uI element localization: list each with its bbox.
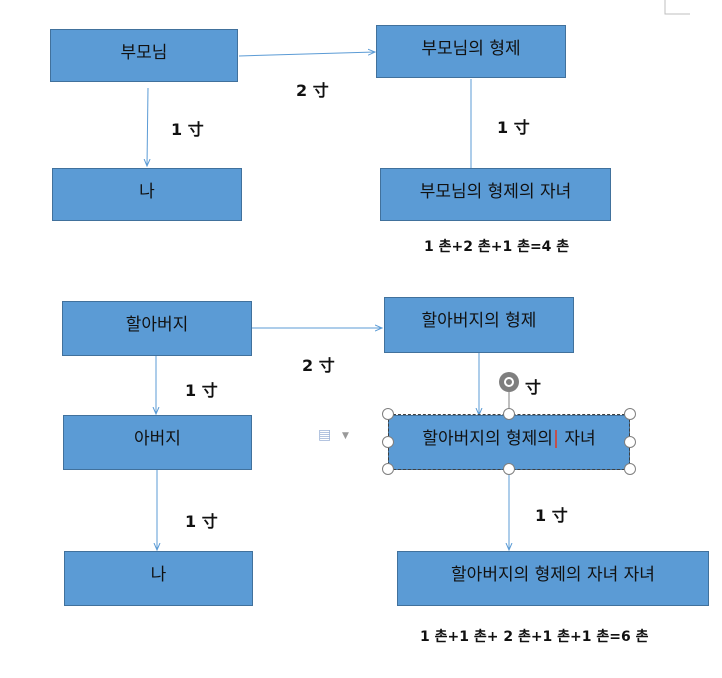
box-me-top-label: 나 — [139, 182, 155, 202]
box-grandfather-siblings-children-text-after: 자녀 — [558, 429, 596, 449]
resize-handle-top-middle[interactable] — [503, 408, 515, 420]
paste-options-icon[interactable]: ▤ — [318, 427, 332, 443]
box-parents-label: 부모님 — [120, 43, 168, 63]
box-grandfather-siblings-children-label: 할아버지의 형제의 자녀 — [422, 424, 595, 449]
box-parents[interactable]: 부모님 — [50, 29, 238, 82]
box-grandfather-siblings[interactable]: 할아버지의 형제 — [384, 297, 574, 353]
box-father[interactable]: 아버지 — [63, 415, 252, 470]
edge-label-grandfather-to-father: 1 寸 — [185, 381, 218, 400]
resize-handle-middle-left[interactable] — [382, 436, 394, 448]
box-father-label: 아버지 — [134, 429, 181, 449]
formula-top: 1 촌+2 촌+1 촌=4 촌 — [424, 239, 570, 255]
box-me-bottom[interactable]: 나 — [64, 551, 253, 606]
box-grandfather[interactable]: 할아버지 — [62, 301, 252, 356]
resize-handle-top-right[interactable] — [624, 408, 636, 420]
box-parents-siblings-children[interactable]: 부모님의 형제의 자녀 — [380, 168, 611, 221]
box-grandfather-siblings-children-text-before: 할아버지의 형제의 — [422, 429, 553, 449]
resize-handle-bottom-middle[interactable] — [503, 463, 515, 475]
selection-frame — [388, 414, 630, 470]
text-caret — [554, 430, 557, 448]
edge-label-children-to-grandchildren: 1 寸 — [535, 506, 568, 525]
edge-label-grandfather-to-siblings: 2 寸 — [302, 356, 335, 375]
edge-label-siblings-to-children: 1 寸 — [497, 118, 530, 137]
resize-handle-top-left[interactable] — [382, 408, 394, 420]
paste-options-dropdown-icon[interactable]: ▼ — [342, 431, 349, 441]
page-corner-mark — [664, 0, 690, 15]
edge-label-father-to-me: 1 寸 — [185, 512, 218, 531]
box-parents-siblings-children-label: 부모님의 형제의 자녀 — [419, 182, 572, 202]
edge-label-parents-to-siblings: 2 寸 — [296, 81, 329, 100]
edge-label-parents-to-me: 1 寸 — [171, 120, 204, 139]
connector-parents-to-me — [147, 87, 148, 166]
box-grandchildren-label: 할아버지의 형제의 자녀 자녀 — [451, 565, 655, 585]
box-me-bottom-label: 나 — [150, 565, 167, 585]
box-parents-siblings-label: 부모님의 형제 — [421, 39, 521, 59]
box-grandfather-label: 할아버지 — [125, 315, 189, 335]
formula-bottom: 1 촌+1 촌+ 2 촌+1 촌+1 촌=6 촌 — [420, 629, 649, 645]
edge-label-siblings-to-children: 寸 — [525, 378, 542, 397]
box-grandchildren[interactable]: 할아버지의 형제의 자녀 자녀 — [397, 551, 709, 606]
box-me-top[interactable]: 나 — [52, 168, 242, 221]
box-grandfather-siblings-label: 할아버지의 형제 — [421, 311, 537, 331]
resize-handle-bottom-right[interactable] — [624, 463, 636, 475]
resize-handle-middle-right[interactable] — [624, 436, 636, 448]
rotate-handle-icon[interactable] — [499, 372, 519, 392]
connector-parents-to-siblings — [238, 52, 375, 57]
box-parents-siblings[interactable]: 부모님의 형제 — [376, 25, 566, 78]
resize-handle-bottom-left[interactable] — [382, 463, 394, 475]
